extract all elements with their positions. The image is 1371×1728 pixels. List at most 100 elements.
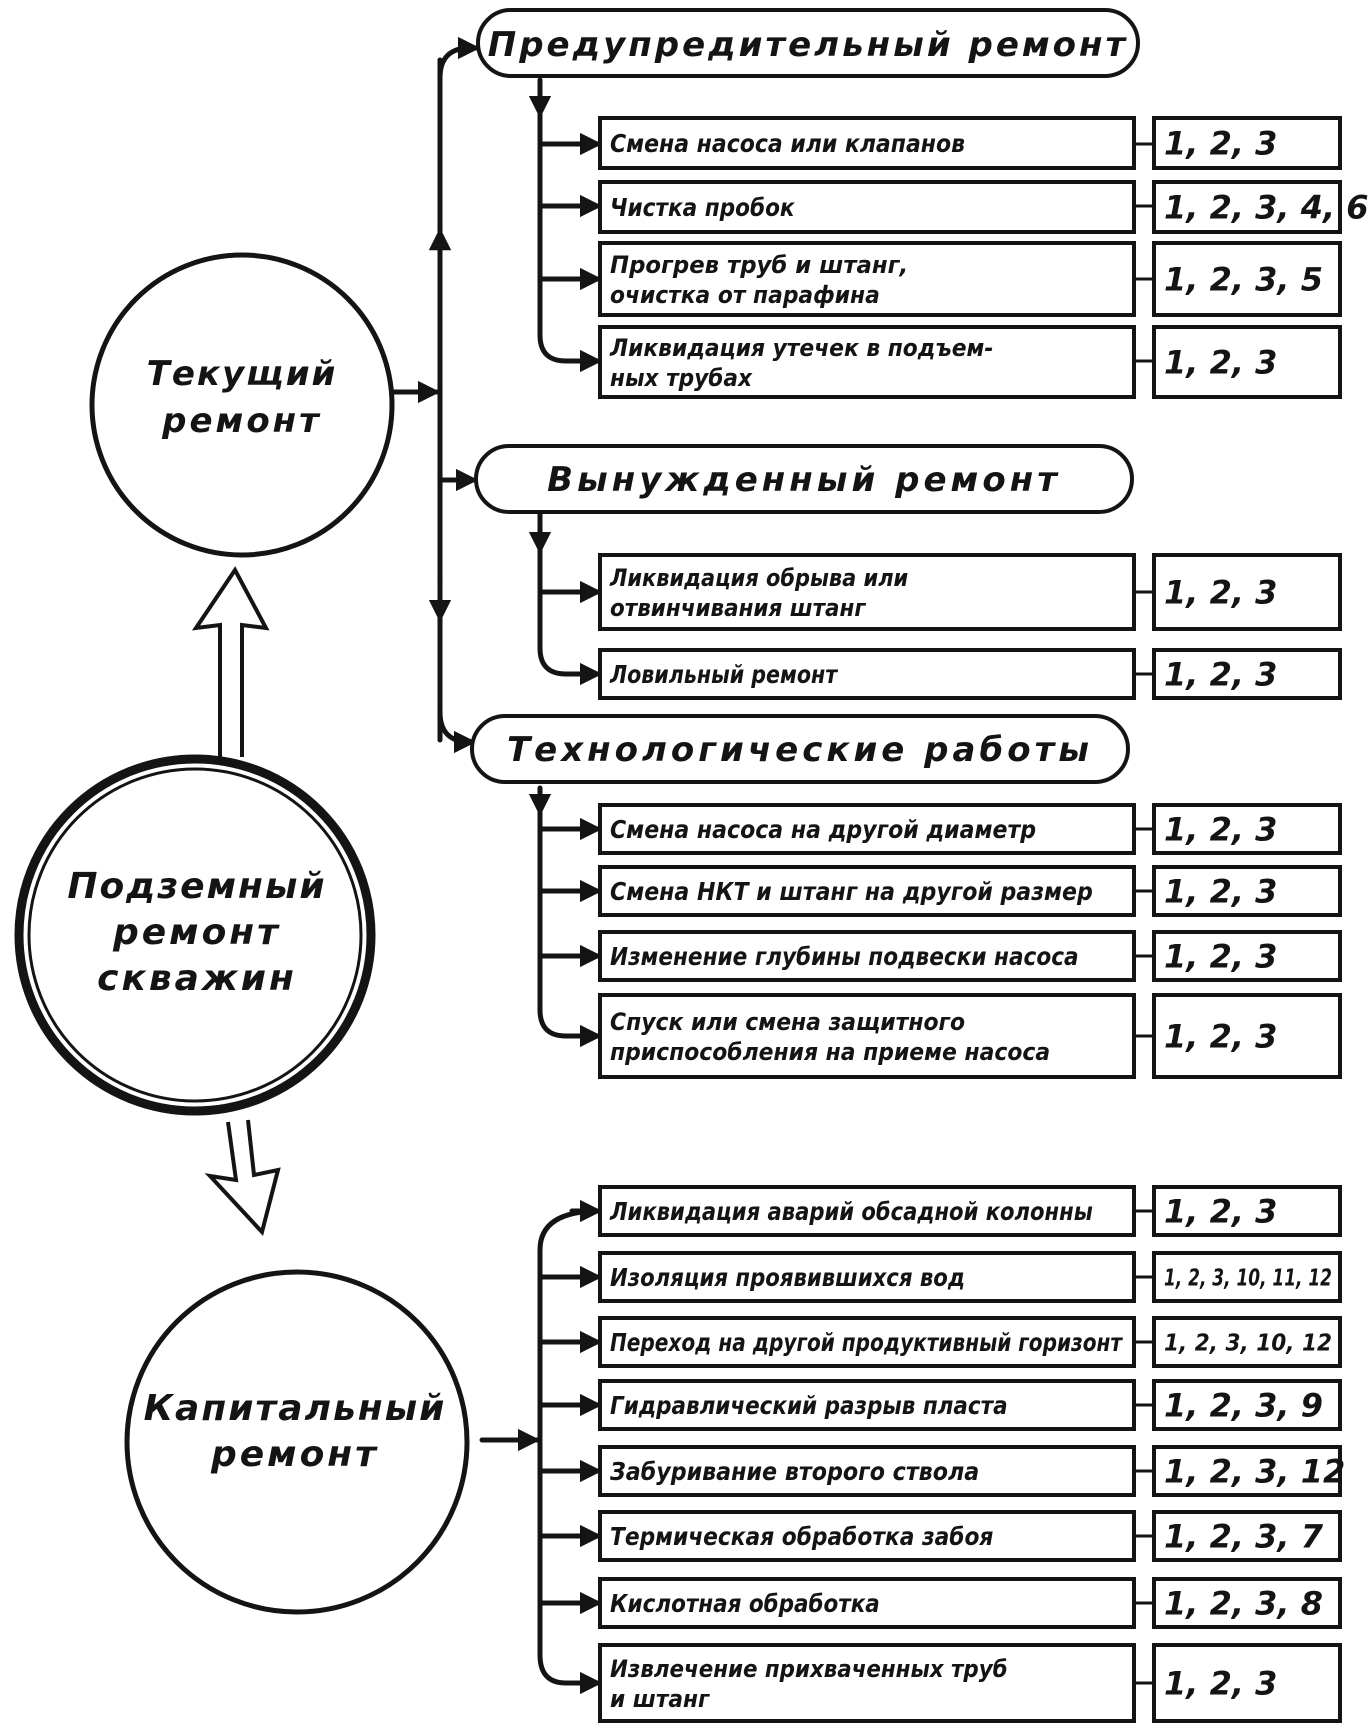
item-text-line: Забуривание второго ствола xyxy=(609,1457,979,1486)
code-text: 1, 2, 3 xyxy=(1164,938,1277,976)
repair-item: Переход на другой продуктивный горизонт 1… xyxy=(598,1316,1342,1368)
item-box xyxy=(598,1510,1136,1562)
current-line-1: Текущий xyxy=(147,354,338,394)
item-box xyxy=(598,1251,1136,1303)
group-title: Предупредительный ремонт xyxy=(488,25,1128,65)
code-text: 1, 2, 3, 5 xyxy=(1164,261,1323,299)
item-text-line: Ликвидация аварий обсадной колонны xyxy=(609,1197,1093,1226)
underground-line-2: ремонт xyxy=(112,912,281,953)
code-box xyxy=(1152,1510,1342,1562)
repair-item: Спуск или смена защитногоприспособления … xyxy=(598,993,1342,1079)
code-box xyxy=(1152,865,1342,917)
trunk-to-technological xyxy=(437,709,477,754)
item-text-line: Спуск или смена защитного xyxy=(610,1008,965,1036)
item-box xyxy=(598,1316,1136,1368)
item-box xyxy=(598,241,1136,317)
code-text: 1, 2, 3, 7 xyxy=(1164,1518,1324,1556)
item-text-line: отвинчивания штанг xyxy=(610,594,867,622)
repair-item: Забуривание второго ствола 1, 2, 3, 12 xyxy=(598,1445,1345,1497)
item-text-line: Смена насоса на другой диаметр xyxy=(610,815,1036,844)
circle-current-repair: Текущий ремонт xyxy=(89,252,395,558)
code-text: 1, 2, 3, 8 xyxy=(1164,1585,1323,1623)
code-text: 1, 2, 3 xyxy=(1164,574,1277,612)
code-box xyxy=(1152,116,1342,170)
code-box xyxy=(1152,1379,1342,1431)
item-box xyxy=(598,553,1136,631)
item-text-line: Термическая обработка забоя xyxy=(610,1522,993,1551)
code-box xyxy=(1152,803,1342,855)
item-text-line: Ликвидация утечек в подъем- xyxy=(609,334,993,362)
repair-item: Изоляция проявившихся вод 1, 2, 3, 10, 11… xyxy=(598,1251,1342,1303)
code-box xyxy=(1152,1185,1342,1237)
code-text: 1, 2, 3 xyxy=(1164,873,1277,911)
item-box xyxy=(598,1643,1136,1723)
code-text: 1, 2, 3 xyxy=(1164,1193,1277,1231)
item-box xyxy=(598,1577,1136,1629)
code-text: 1, 2, 3, 10, 12 xyxy=(1164,1330,1332,1356)
flow-arrows xyxy=(191,566,281,1237)
item-text-line: очистка от парафина xyxy=(610,281,880,309)
repair-item: Чистка пробок 1, 2, 3, 4, 6 xyxy=(598,180,1369,234)
group-preventive: Предупредительный ремонт xyxy=(476,8,1140,78)
item-text-line: приспособления на приеме насоса xyxy=(610,1038,1050,1066)
repair-item: Ликвидация аварий обсадной колонны 1, 2, … xyxy=(598,1185,1342,1237)
item-text-line: Переход на другой продуктивный горизонт xyxy=(610,1328,1123,1357)
item-box xyxy=(598,1379,1136,1431)
code-text: 1, 2, 3, 10, 11, 12 xyxy=(1164,1265,1332,1291)
item-text-line: Изоляция проявившихся вод xyxy=(610,1263,965,1292)
capital-line-1: Капитальный xyxy=(144,1388,447,1429)
code-text: 1, 2, 3, 9 xyxy=(1164,1387,1323,1425)
item-text-line: Кислотная обработка xyxy=(610,1589,880,1618)
underground-line-3: скважин xyxy=(97,958,297,999)
code-box xyxy=(1152,1445,1342,1497)
item-box xyxy=(598,865,1136,917)
repair-item: Гидравлический разрыв пласта 1, 2, 3, 9 xyxy=(598,1379,1342,1431)
code-box xyxy=(1152,930,1342,982)
branch-g2-2 xyxy=(537,645,603,686)
code-text: 1, 2, 3 xyxy=(1164,1018,1277,1056)
item-box xyxy=(598,1185,1136,1237)
code-text: 1, 2, 3 xyxy=(1164,656,1277,694)
group-technological: Технологические работы xyxy=(470,714,1130,784)
code-box xyxy=(1152,1577,1342,1629)
item-text-line: Смена НКТ и штанг на другой размер xyxy=(610,877,1093,906)
item-text-line: Гидравлический разрыв пласта xyxy=(610,1391,1008,1420)
item-text-line: и штанг xyxy=(610,1685,711,1713)
repair-item: Ловильный ремонт 1, 2, 3 xyxy=(598,648,1342,700)
trunk-to-preventive xyxy=(437,36,481,81)
item-box xyxy=(598,930,1136,982)
item-text-line: Чистка пробок xyxy=(610,193,795,222)
item-text-line: Извлечение прихваченных труб xyxy=(610,1655,1008,1683)
group-forced: Вынужденный ремонт xyxy=(474,444,1134,514)
connector-lines xyxy=(389,36,1156,1695)
branch-g3-4 xyxy=(537,1007,603,1048)
code-box xyxy=(1152,648,1342,700)
code-box xyxy=(1152,1251,1342,1303)
repair-item: Термическая обработка забоя 1, 2, 3, 7 xyxy=(598,1510,1342,1562)
underground-line-1: Подземный xyxy=(67,866,326,907)
capital-trunk xyxy=(537,1208,603,1686)
item-box xyxy=(598,1445,1136,1497)
code-box xyxy=(1152,1643,1342,1723)
code-connectors xyxy=(1132,142,1156,1685)
current-line-2: ремонт xyxy=(161,401,322,441)
code-box xyxy=(1152,241,1342,317)
code-text: 1, 2, 3 xyxy=(1164,1665,1277,1703)
item-text-line: Прогрев труб и штанг, xyxy=(610,251,908,279)
code-text: 1, 2, 3, 4, 6 xyxy=(1164,189,1369,227)
item-text-line: Ловильный ремонт xyxy=(609,660,838,689)
code-box xyxy=(1152,993,1342,1079)
code-box xyxy=(1152,180,1342,234)
capital-line-2: ремонт xyxy=(210,1434,379,1475)
item-box xyxy=(598,325,1136,399)
code-text: 1, 2, 3, 12 xyxy=(1164,1453,1345,1491)
circle-capital-repair: Капитальный ремонт xyxy=(124,1269,470,1615)
item-box xyxy=(598,993,1136,1079)
